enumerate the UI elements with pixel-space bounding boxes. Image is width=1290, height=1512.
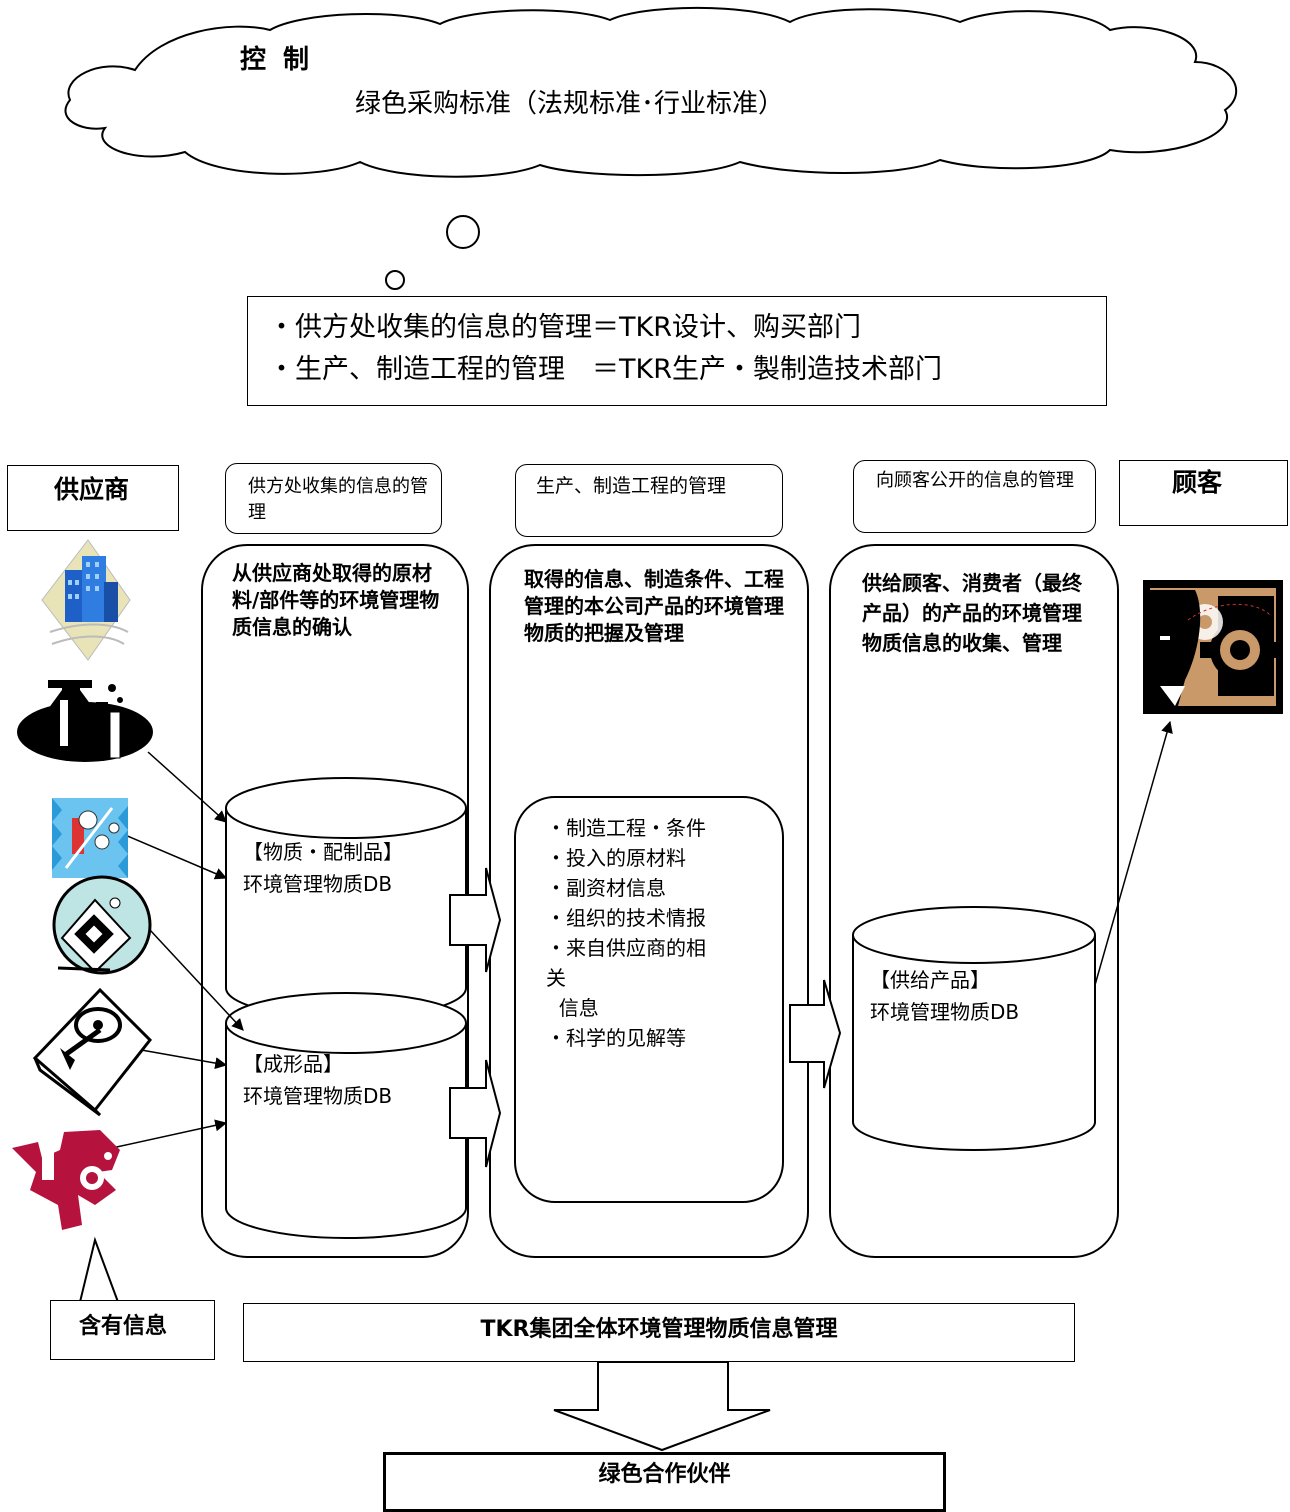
group-management-label: TKR集团全体环境管理物质信息管理 — [480, 1317, 838, 1342]
molded-db-cylinder — [225, 992, 467, 1239]
process-item: ・来自供应商的相 关 信息 — [546, 936, 706, 1020]
arrow-icon3-to-db — [124, 834, 228, 880]
supplier-label-box: 供应商 — [7, 465, 179, 531]
process-item: ・副资材信息 — [546, 876, 666, 900]
column-supplier-body: 从供应商处取得的原材料/部件等的环境管理物质信息的确认 — [232, 561, 440, 639]
green-partner-label: 绿色合作伙伴 — [598, 1462, 731, 1487]
block-arrow-right-2 — [449, 1059, 502, 1168]
responsibility-line-2: ・生产、制造工程的管理 ＝TKR生产・製制造技术部门 — [268, 354, 942, 385]
arrow-icon4-to-db — [149, 929, 244, 1031]
column-header-supplier-label: 供方处收集的信息的管理 — [248, 476, 428, 523]
control-cloud — [64, 6, 1238, 178]
arrow-icon2-to-db — [147, 751, 227, 823]
customer-label-box: 顾客 — [1119, 460, 1288, 526]
callout-pointer — [79, 1236, 119, 1303]
block-arrow-right-1 — [449, 867, 502, 973]
businessman-gears-icon — [1143, 580, 1283, 714]
hard-disk-icon — [32, 987, 153, 1117]
supplier-label: 供应商 — [54, 475, 130, 504]
column-header-production-label: 生产、制造工程的管理 — [536, 475, 727, 497]
building-icon — [41, 539, 131, 661]
process-items-list: ・制造工程・条件 ・投入的原材料 ・副资材信息 ・组织的技术情报 ・来自供应商的… — [546, 813, 756, 1053]
arrow-icon6-to-db — [111, 1119, 228, 1149]
process-item: ・制造工程・条件 — [546, 816, 706, 840]
molded-db-label: 【成形品】 环境管理物质DB — [243, 1052, 393, 1108]
circuit-chip-icon — [52, 875, 152, 975]
responsibility-line-1: ・供方处收集的信息的管理＝TKR设计、购买部门 — [268, 312, 861, 343]
substance-db-label: 【物质・配制品】 环境管理物质DB — [243, 840, 403, 896]
lab-flask-icon — [17, 680, 153, 762]
thought-bubble-small — [385, 270, 405, 290]
process-item: ・科学的见解等 — [546, 1026, 686, 1050]
chemistry-icon — [52, 798, 128, 878]
column-production-body: 取得的信息、制造条件、工程管理的本公司产品的环境管理物质的把握及管理 — [524, 567, 784, 645]
column-header-production: 生产、制造工程的管理 — [515, 464, 783, 537]
block-arrow-down — [553, 1361, 771, 1452]
cloud-title: 控 制 — [240, 45, 314, 75]
supply-db-label: 【供给产品】 环境管理物质DB — [870, 968, 1020, 1024]
company-logo-icon — [12, 1128, 120, 1230]
group-management-box: TKR集团全体环境管理物质信息管理 — [243, 1303, 1075, 1362]
process-item: ・投入的原材料 — [546, 846, 686, 870]
thought-bubble-large — [446, 215, 480, 249]
cloud-subtitle: 绿色采购标准（法规标准･行业标准） — [355, 89, 785, 119]
arrow-icon5-to-db — [129, 1047, 228, 1070]
block-arrow-right-3 — [789, 979, 842, 1089]
column-customer-body: 供给顾客、消费者（最终产品）的产品的环境管理物质信息的收集、管理 — [862, 571, 1082, 655]
contains-info-label: 含有信息 — [79, 1314, 168, 1339]
customer-label: 顾客 — [1172, 468, 1223, 497]
process-item: ・组织的技术情报 — [546, 906, 706, 930]
process-items-box — [514, 796, 784, 1203]
supply-db-cylinder — [852, 906, 1096, 1151]
column-header-customer: 向顾客公开的信息的管理 — [853, 460, 1096, 533]
contains-info-box: 含有信息 — [50, 1300, 215, 1360]
arrow-db-to-customer — [1094, 720, 1173, 986]
green-partner-box: 绿色合作伙伴 — [383, 1452, 946, 1512]
responsibility-box: ・供方处收集的信息的管理＝TKR设计、购买部门 ・生产、制造工程的管理 ＝TKR… — [247, 296, 1107, 406]
column-header-customer-label: 向顾客公开的信息的管理 — [876, 470, 1074, 491]
column-header-supplier: 供方处收集的信息的管理 — [225, 463, 442, 534]
